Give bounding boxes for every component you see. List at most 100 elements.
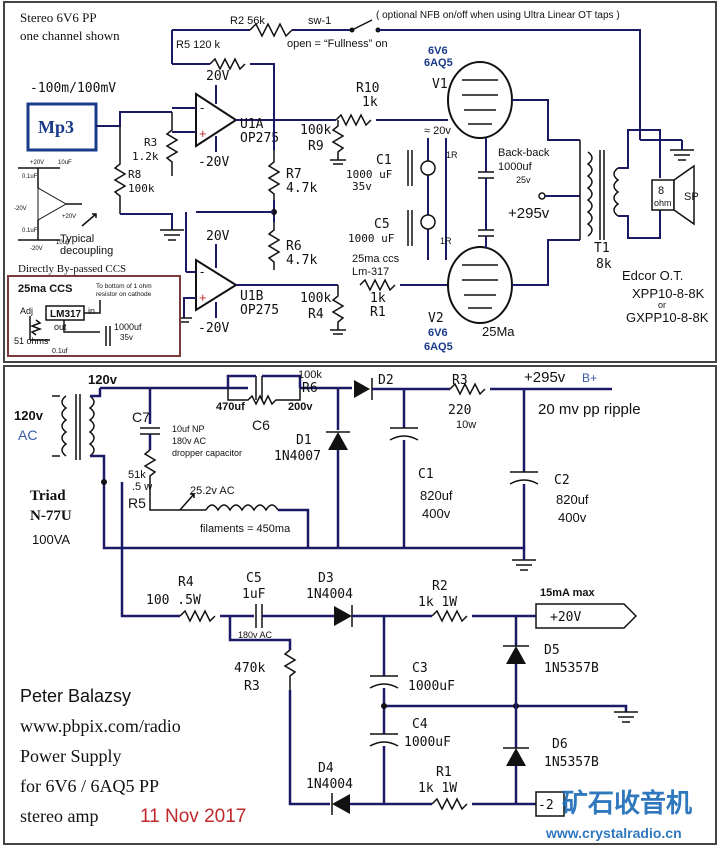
r3b-label: R3 [244, 679, 260, 694]
r1-value: 1k [370, 291, 386, 306]
r5-psu-resistor [143, 449, 206, 511]
c6-label: C6 [252, 417, 270, 433]
svg-text:0.1uF: 0.1uF [22, 174, 38, 180]
c1-voltage: 35v [352, 180, 372, 193]
r5-label: R5 120 k [176, 39, 221, 51]
ripple-label: 20 mv pp ripple [538, 401, 641, 418]
back-back-cap: 1000uf [498, 161, 533, 173]
r4-ground [330, 329, 346, 335]
v1-plate-wire [512, 99, 580, 141]
one-ohm-bottom: 1R [440, 236, 452, 246]
plus20-output-tag [535, 603, 638, 629]
r3b-to-d4 [288, 690, 330, 806]
u1b-in-minus [185, 212, 196, 273]
filaments-label: filaments = 450ma [200, 523, 291, 535]
d5-label: D5 [544, 643, 560, 658]
r1-psu-resistor [431, 797, 468, 811]
r6-psu-volt: 200v [288, 401, 313, 413]
ot-ground [670, 149, 694, 161]
d6-part: 1N5357B [544, 755, 599, 770]
watermark-logo: 矿石收音机 [562, 788, 692, 818]
r3b-value: 470k [234, 661, 265, 676]
c1-psu-volt: 400v [422, 506, 451, 521]
r1-resistor [359, 278, 396, 292]
v2-label: V2 [428, 311, 444, 326]
r6-value: 4.7k [286, 253, 317, 268]
t1-ratio: 8k [596, 257, 612, 272]
c5-label: C5 [374, 217, 390, 232]
sw1-switch[interactable] [351, 19, 373, 31]
triad-secondary [88, 395, 95, 457]
center-ground-symbol [614, 711, 638, 723]
ground-wire-r8 [120, 213, 173, 230]
decoupling-line1: Typical [60, 233, 94, 245]
c1-value: 1000 uF [346, 168, 392, 181]
one-ohm-top: 1R [446, 150, 458, 160]
svg-text:+20V: +20V [62, 214, 76, 220]
credit-url: www.pbpix.com/radio [20, 716, 181, 736]
c7-note2: 180v AC [172, 436, 207, 446]
r10-resistor [335, 113, 372, 127]
r2-resistor [249, 22, 293, 38]
decoupling-mini-schematic: +20V 10uF 0.1uF -20V +20V 0.1uF 10uF -20… [14, 160, 82, 252]
input-level: -100m/100mV [30, 81, 116, 96]
ccs-box-note1: To bottom of 1 ohm [96, 283, 152, 290]
triad-primary [61, 395, 68, 457]
u1b-plus: + [199, 290, 207, 305]
r8-resistor [113, 126, 127, 214]
watermark-url: www.crystalradio.cn [545, 825, 682, 841]
v2-current: 25Ma [482, 324, 515, 339]
r10-value: 1k [362, 95, 378, 110]
r7-label: R7 [286, 167, 302, 182]
r2-label: R2 56k [230, 15, 265, 27]
r7-value: 4.7k [286, 181, 317, 196]
c2-psu-capacitor [509, 471, 539, 485]
svg-text:-20V: -20V [30, 246, 43, 252]
v2-tube-6v6: 6V6 [428, 327, 448, 339]
v120-top: 120v [88, 372, 118, 387]
ac-label: AC [18, 427, 37, 443]
speaker-label: SP [684, 191, 699, 203]
c4-psu-value: 1000uF [404, 735, 451, 750]
v1-tube [447, 61, 513, 139]
edcor-or: or [658, 300, 666, 310]
c5-value: 1000 uF [348, 232, 394, 245]
d6-label: D6 [552, 737, 568, 752]
psu-ground [512, 559, 536, 571]
u1b-minus: - [200, 264, 204, 279]
v1-tube-6aq5: 6AQ5 [424, 57, 453, 69]
r9-ground [330, 159, 346, 165]
r3-psu-value: 220 [448, 403, 471, 418]
r3-psu-label: R3 [452, 373, 468, 388]
speaker-cone [673, 164, 695, 226]
r4-resistor [331, 285, 345, 330]
triad-sec-wires [90, 388, 106, 482]
d5-zener [506, 646, 526, 664]
c3-psu-value: 1000uF [408, 679, 455, 694]
c7-note1: 10uf NP [172, 424, 205, 434]
decoupling-line2: decoupling [60, 245, 113, 257]
c5-psu-value: 1uF [242, 587, 266, 602]
svg-text:10uF: 10uF [56, 240, 70, 246]
u1a-label: U1A [240, 117, 264, 132]
edcor-line1: Edcor O.T. [622, 268, 683, 283]
bias-voltage: ≈ 20v [424, 125, 451, 137]
c1-psu-label: C1 [418, 467, 434, 482]
r9-value: 100k [300, 123, 331, 138]
back-back-label: Back-back [498, 147, 550, 159]
decoupling-arrow [81, 213, 97, 227]
r6-label: R6 [286, 239, 302, 254]
d2-diode [354, 380, 370, 398]
d1-part: 1N4007 [274, 449, 321, 464]
lm317-label: LM317 [50, 309, 82, 320]
ccs-box-cap-value: 1000uf [114, 322, 142, 332]
ccs-box-wires [29, 300, 101, 341]
r1-label: R1 [370, 305, 386, 320]
ccs-box-note2: resistor on cathode [96, 291, 152, 298]
minus20-output-tag [535, 791, 565, 817]
svg-text:0.1uF: 0.1uF [22, 228, 38, 234]
speaker-ohm: ohm [654, 198, 672, 208]
c4-psu-capacitor [369, 733, 399, 747]
svg-text:-20V: -20V [14, 206, 27, 212]
